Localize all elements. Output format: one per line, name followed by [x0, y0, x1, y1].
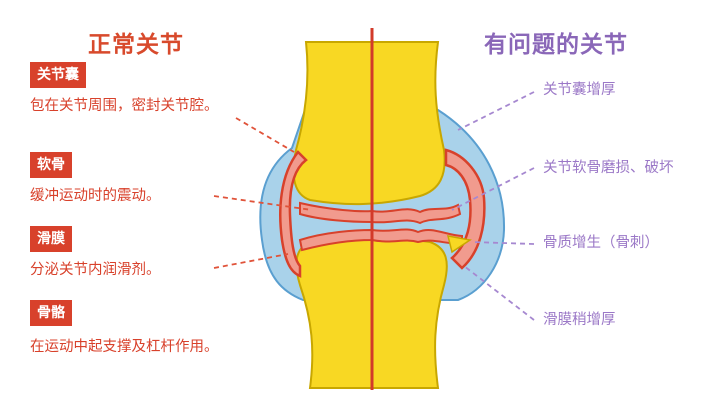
capsule-tag: 关节囊	[30, 62, 86, 88]
cartilage-tag: 软骨	[30, 152, 72, 178]
capsule-thickening-label: 关节囊增厚	[543, 82, 616, 98]
leader-capsule-thick	[457, 91, 535, 131]
cartilage-wear-label: 关节软骨磨损、破坏	[543, 160, 674, 176]
bone-desc: 在运动中起支撑及杠杆作用。	[30, 339, 219, 355]
capsule-desc: 包在关节周围，密封关节腔。	[30, 98, 219, 114]
synovium-tag: 滑膜	[30, 226, 72, 252]
upper-bone-shape	[292, 41, 446, 206]
damaged-cartilage-upper	[371, 203, 462, 225]
bone-tag: 骨骼	[30, 300, 72, 326]
leader-synovium	[213, 253, 289, 269]
synovium-thickening-label: 滑膜稍增厚	[543, 312, 616, 328]
leader-cartilage-wear	[451, 167, 535, 211]
leader-synovium-thick	[463, 265, 535, 321]
bone-spur-shape	[446, 235, 472, 254]
right-synovium-shape	[444, 148, 486, 270]
bone-spur-label: 骨质增生（骨刺）	[543, 235, 659, 251]
cartilage-desc: 缓冲运动时的震动。	[30, 188, 161, 204]
leader-capsule	[235, 117, 295, 153]
leader-bone-spur	[471, 241, 535, 245]
synovium-desc: 分泌关节内润滑剂。	[30, 262, 161, 278]
problem-joint-title: 有问题的关节	[484, 32, 628, 58]
normal-joint-title: 正常关节	[88, 32, 184, 58]
leader-cartilage	[213, 195, 313, 211]
